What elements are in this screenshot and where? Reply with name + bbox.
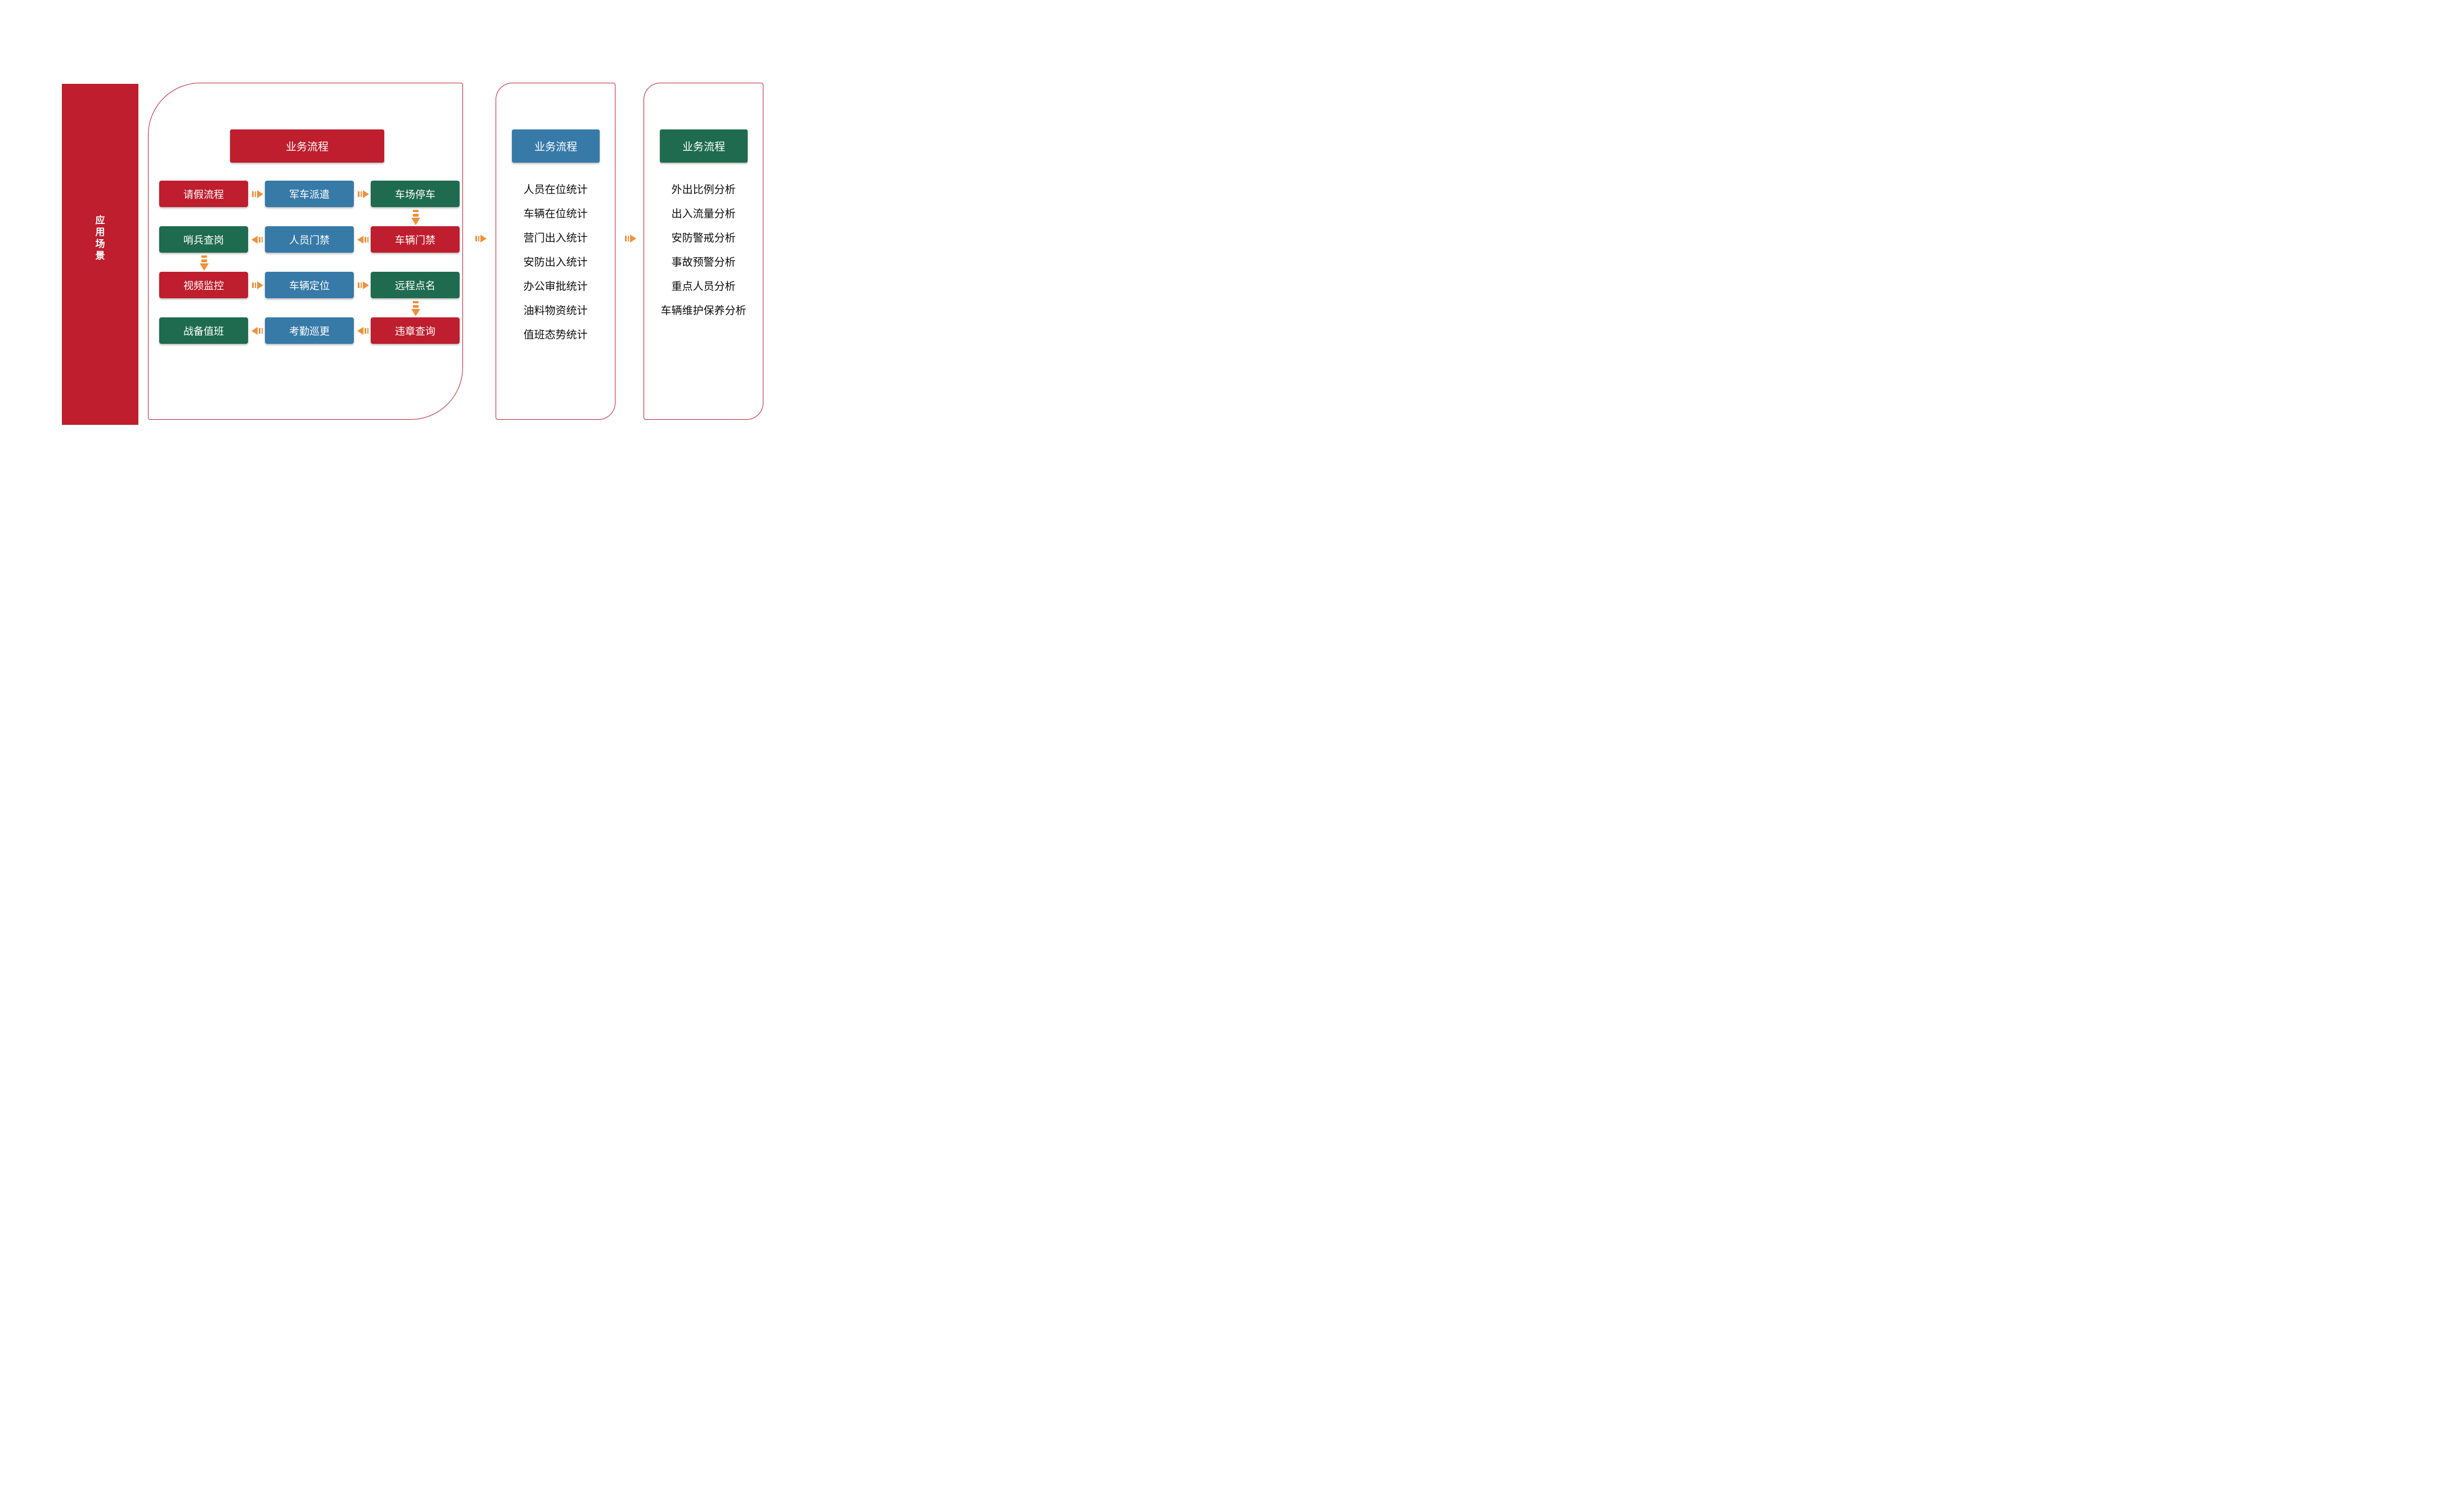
flow-step-box: 车辆门禁 <box>371 226 460 253</box>
analysis-item: 重点人员分析 <box>671 281 736 293</box>
statistics-item: 营门出入统计 <box>523 232 588 244</box>
statistics-item: 车辆在位统计 <box>523 208 588 220</box>
flow-step-box: 违章查询 <box>371 317 460 344</box>
flow-step-box: 军车派遣 <box>265 181 354 207</box>
flow-right-arrow-icon <box>357 190 369 198</box>
flow-right-arrow-icon <box>251 281 263 289</box>
flow-step-box: 视频监控 <box>159 272 248 298</box>
statistics-item: 安防出入统计 <box>523 257 588 268</box>
analysis-item: 安防警戒分析 <box>671 232 736 244</box>
flow-right-arrow-icon <box>357 281 369 289</box>
diagram-canvas: 应用场景 业务流程 请假流程军车派遣车场停车哨兵查岗人员门禁车辆门禁视频监控车辆… <box>0 0 821 498</box>
statistics-to-analysis-arrow-icon <box>624 235 636 243</box>
statistics-item: 人员在位统计 <box>523 184 588 196</box>
panel-business-flow-header: 业务流程 <box>230 129 384 163</box>
application-scenarios-bar: 应用场景 <box>62 84 138 425</box>
analysis-item: 出入流量分析 <box>671 208 736 220</box>
statistics-list: 人员在位统计车辆在位统计营门出入统计安防出入统计办公审批统计油料物资统计值班态势… <box>496 177 615 346</box>
application-scenarios-label: 应用场景 <box>95 215 105 261</box>
statistics-item: 油料物资统计 <box>523 305 588 317</box>
flow-step-box: 哨兵查岗 <box>159 226 248 253</box>
analysis-list: 外出比例分析出入流量分析安防警戒分析事故预警分析重点人员分析车辆维护保养分析 <box>644 177 763 322</box>
analysis-item: 车辆维护保养分析 <box>660 305 747 317</box>
flow-step-box: 考勤巡更 <box>265 317 354 344</box>
statistics-item: 值班态势统计 <box>523 329 588 341</box>
panel-statistics-header: 业务流程 <box>512 129 600 163</box>
flow-step-box: 请假流程 <box>159 181 248 207</box>
flow-step-box: 战备值班 <box>159 317 248 344</box>
flow-right-arrow-icon <box>251 190 263 198</box>
flow-down-arrow-icon <box>411 209 420 225</box>
flow-to-statistics-arrow-icon <box>475 235 487 243</box>
statistics-item: 办公审批统计 <box>523 281 588 293</box>
flow-down-arrow-icon <box>411 300 420 316</box>
flow-left-arrow-icon <box>357 326 369 335</box>
flow-step-box: 远程点名 <box>371 272 460 298</box>
panel-statistics: 业务流程 人员在位统计车辆在位统计营门出入统计安防出入统计办公审批统计油料物资统… <box>496 83 615 420</box>
flow-step-box: 人员门禁 <box>265 226 354 253</box>
flow-down-arrow-icon <box>200 254 209 271</box>
panel-analysis-header: 业务流程 <box>660 129 748 163</box>
analysis-item: 外出比例分析 <box>671 184 736 196</box>
flow-step-box: 车辆定位 <box>265 272 354 298</box>
panel-business-flow: 业务流程 请假流程军车派遣车场停车哨兵查岗人员门禁车辆门禁视频监控车辆定位远程点… <box>148 83 463 420</box>
analysis-item: 事故预警分析 <box>671 257 736 268</box>
flow-left-arrow-icon <box>251 326 263 335</box>
flow-step-box: 车场停车 <box>371 181 460 207</box>
flow-left-arrow-icon <box>357 235 369 244</box>
panel-analysis: 业务流程 外出比例分析出入流量分析安防警戒分析事故预警分析重点人员分析车辆维护保… <box>644 83 763 420</box>
flow-left-arrow-icon <box>251 235 263 244</box>
